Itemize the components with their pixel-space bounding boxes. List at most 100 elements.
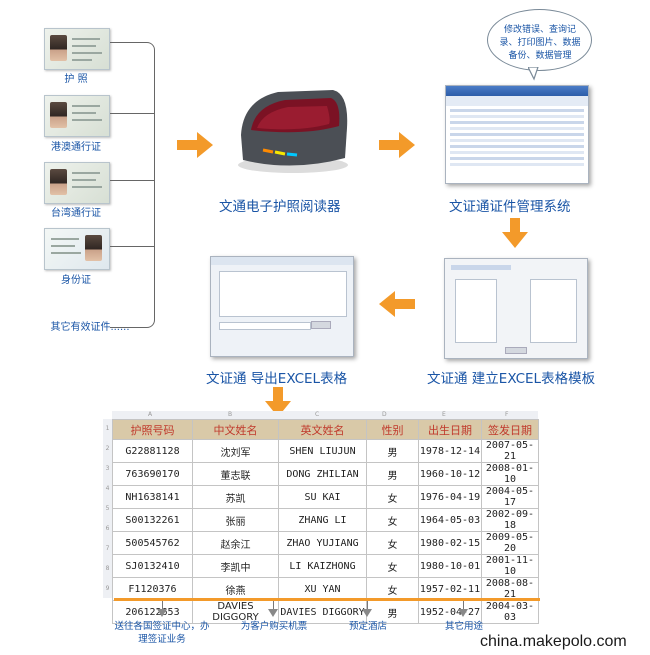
passport-label: 护 照: [64, 74, 88, 85]
table-cell: 763690170: [112, 462, 193, 486]
bubble-tail: [528, 67, 539, 81]
table-header-row: 护照号码 中文姓名 英文姓名 性别 出生日期 签发日期: [112, 419, 539, 440]
table-cell: 1960-10-12: [418, 462, 482, 486]
down-triangle-icon: [157, 609, 167, 617]
passport-card: [44, 28, 110, 70]
template-caption: 文证通 建立EXCEL表格模板: [427, 371, 596, 387]
table-cell: 女: [366, 554, 419, 578]
table-cell: 男: [366, 439, 419, 463]
bracket-tick: [110, 180, 154, 181]
arrow-right-icon: [379, 132, 415, 158]
features-bubble-text: 修改错误、查询记录、打印图片、数据备份、数据管理: [499, 25, 581, 61]
arrow-right-icon: [177, 132, 213, 158]
table-cell: SU KAI: [278, 485, 367, 509]
use-connector: [367, 601, 368, 611]
watermark-text: china.makepolo.com: [480, 633, 627, 650]
row-number: 7: [105, 545, 110, 552]
row-number: 2: [105, 445, 110, 452]
taiwan-permit-card: [44, 162, 110, 204]
table-cell: SHEN LIUJUN: [278, 439, 367, 463]
table-cell: 女: [366, 508, 419, 532]
down-triangle-icon: [268, 609, 278, 617]
table-cell: 男: [366, 462, 419, 486]
taiwan-permit-label: 台湾通行证: [51, 208, 101, 219]
bracket-tick: [110, 246, 154, 247]
table-cell: DAVIES DIGGORY: [192, 600, 279, 624]
down-triangle-icon: [362, 609, 372, 617]
table-cell: S00132261: [112, 508, 193, 532]
table-cell: 苏凯: [192, 485, 279, 509]
table-cell: 206122653: [112, 600, 193, 624]
arrow-left-icon: [379, 291, 415, 317]
template-screenshot: [444, 258, 588, 359]
table-cell: 2009-05-20: [481, 531, 539, 555]
table-cell: SJ0132410: [112, 554, 193, 578]
table-cell: 2001-11-10: [481, 554, 539, 578]
table-cell: NH1638141: [112, 485, 193, 509]
table-cell: 沈刘军: [192, 439, 279, 463]
table-cell: 女: [366, 485, 419, 509]
table-cell: DONG ZHILIAN: [278, 462, 367, 486]
table-cell: 500545762: [112, 531, 193, 555]
features-bubble: [487, 9, 592, 71]
table-cell: 李凯中: [192, 554, 279, 578]
table-cell: 2002-09-18: [481, 508, 539, 532]
id-card: [44, 228, 110, 270]
use-connector: [463, 601, 464, 611]
column-letters: A B C D E F: [112, 411, 538, 419]
down-triangle-icon: [458, 609, 468, 617]
table-cell: F1120376: [112, 577, 193, 601]
column-letter: D: [382, 411, 387, 418]
column-letter: C: [315, 411, 320, 418]
table-cell: ZHANG LI: [278, 508, 367, 532]
use-hotel-label: 预定酒店: [348, 621, 387, 632]
documents-bracket: [110, 42, 155, 328]
table-cell: 赵余江: [192, 531, 279, 555]
export-caption: 文证通 导出EXCEL表格: [206, 371, 348, 387]
system-caption: 文证通证件管理系统: [449, 199, 571, 215]
hk-macau-permit-label: 港澳通行证: [51, 142, 101, 153]
table-cell: 1980-10-01: [418, 554, 482, 578]
use-other-label: 其它用途: [444, 621, 483, 632]
passport-reader-device: [238, 90, 348, 173]
row-number: 1: [105, 425, 110, 432]
id-card-label: 身份证: [61, 275, 91, 286]
bracket-tick: [110, 113, 154, 114]
header-birth-date: 出生日期: [418, 419, 482, 440]
table-cell: 1952-04-27: [418, 600, 482, 624]
table-cell: 1964-05-03: [418, 508, 482, 532]
column-letter: B: [228, 411, 233, 418]
arrow-down-icon: [502, 218, 528, 248]
table-cell: 张丽: [192, 508, 279, 532]
table-cell: 2004-03-03: [481, 600, 539, 624]
other-documents-label: 其它有效证件......: [50, 322, 130, 333]
hk-macau-permit-card: [44, 95, 110, 137]
table-cell: DAVIES DIGGORY: [278, 600, 367, 624]
header-english-name: 英文姓名: [278, 419, 367, 440]
export-screenshot: [210, 256, 354, 357]
row-number: 9: [105, 585, 110, 592]
table-cell: 2004-05-17: [481, 485, 539, 509]
table-cell: 徐燕: [192, 577, 279, 601]
header-issue-date: 签发日期: [481, 419, 539, 440]
row-number: 6: [105, 525, 110, 532]
header-chinese-name: 中文姓名: [192, 419, 279, 440]
table-cell: 1978-12-14: [418, 439, 482, 463]
table-cell: 2008-08-21: [481, 577, 539, 601]
arrow-down-icon: [265, 387, 291, 417]
row-number: 4: [105, 485, 110, 492]
table-bottom-line: [114, 598, 540, 601]
use-visa-label: 送往各国签证中心，办理签证业务: [114, 621, 210, 645]
use-connector: [273, 601, 274, 611]
header-passport-number: 护照号码: [112, 419, 193, 440]
management-system-screenshot: [445, 85, 589, 184]
column-letter: E: [442, 411, 446, 418]
table-cell: 1976-04-19: [418, 485, 482, 509]
table-cell: 1980-02-15: [418, 531, 482, 555]
